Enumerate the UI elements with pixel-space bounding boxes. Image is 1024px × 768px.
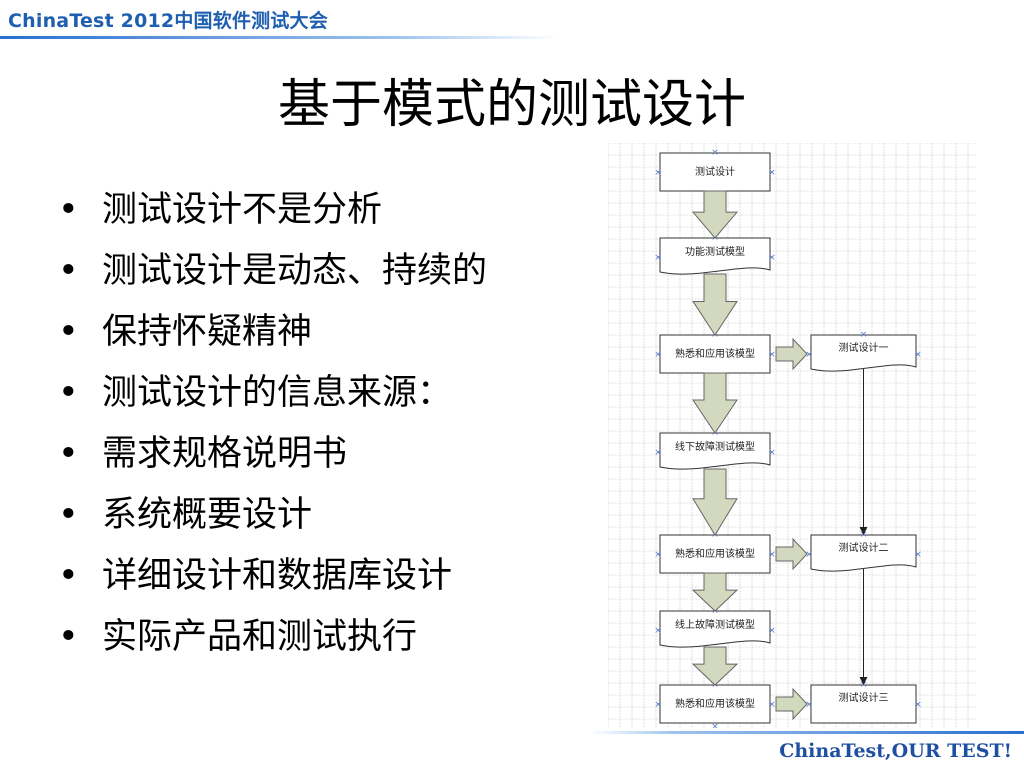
footer-divider — [590, 731, 1024, 734]
right-block-arrow — [775, 687, 808, 721]
connector-marker: × — [768, 253, 776, 263]
right-block-arrow — [775, 337, 808, 371]
flow-box-label: 线上故障测试模型 — [675, 618, 755, 631]
connector-marker: × — [805, 550, 813, 560]
down-block-arrow — [692, 468, 738, 536]
connector-marker: × — [654, 168, 662, 178]
connector-marker: × — [768, 448, 776, 458]
bullet-dot: • — [58, 495, 79, 535]
flow-box-label: 功能测试模型 — [685, 245, 745, 258]
bullet-item: •保持怀疑精神 — [58, 302, 487, 363]
connector-marker: × — [711, 722, 719, 728]
flow-box — [659, 334, 771, 374]
bullet-item: •测试设计的信息来源： — [58, 363, 487, 424]
bullet-dot: • — [58, 434, 79, 474]
flow-box — [659, 610, 771, 648]
flow-box-label: 线下故障测试模型 — [675, 440, 755, 453]
connector-marker: × — [805, 350, 813, 360]
connector-marker: × — [914, 350, 922, 360]
bullet-item: •测试设计是动态、持续的 — [58, 241, 487, 302]
connector-marker: × — [768, 700, 776, 710]
bullet-dot: • — [58, 373, 79, 413]
down-block-arrow — [691, 190, 739, 239]
side-box — [810, 334, 917, 372]
right-block-arrow — [775, 537, 808, 571]
side-box — [810, 684, 917, 724]
connector-marker: × — [914, 550, 922, 560]
connector-marker: × — [654, 350, 662, 360]
side-box-label: 测试设计二 — [839, 541, 889, 554]
flow-box — [659, 684, 771, 724]
connector-marker: × — [805, 700, 813, 710]
bullet-item: •测试设计不是分析 — [58, 180, 487, 241]
footer-slogan: ChinaTest,OUR TEST! — [779, 740, 1012, 762]
connector-marker: × — [654, 700, 662, 710]
conference-header: ChinaTest 2012中国软件测试大会 — [8, 10, 328, 32]
connector-marker: × — [768, 350, 776, 360]
flow-box-label: 熟悉和应用该模型 — [675, 547, 755, 560]
down-block-arrow — [692, 372, 738, 434]
bullet-item: •实际产品和测试执行 — [58, 607, 487, 668]
bullet-list: •测试设计不是分析 •测试设计是动态、持续的 •保持怀疑精神 •测试设计的信息来… — [58, 180, 487, 668]
bullet-dot: • — [58, 251, 79, 291]
bullet-item: •系统概要设计 — [58, 485, 487, 546]
connector-marker: × — [654, 253, 662, 263]
flow-box — [659, 237, 771, 275]
flow-box-label: 测试设计 — [695, 165, 735, 178]
connector-marker: × — [768, 168, 776, 178]
slide-title: 基于模式的测试设计 — [277, 75, 746, 135]
flow-box — [659, 152, 771, 192]
bullet-dot: • — [58, 312, 79, 352]
bullet-item: •需求规格说明书 — [58, 424, 487, 485]
down-block-arrow — [691, 646, 739, 686]
connector-marker: × — [860, 330, 868, 340]
flow-box-label: 熟悉和应用该模型 — [675, 347, 755, 360]
connector-marker: × — [654, 626, 662, 636]
connector-marker: × — [711, 148, 719, 158]
bullet-dot: • — [58, 556, 79, 596]
side-box-label: 测试设计一 — [839, 341, 889, 354]
header-divider — [0, 36, 560, 39]
flow-box — [659, 432, 771, 470]
side-box — [810, 534, 917, 572]
connector-marker: × — [914, 700, 922, 710]
connector-arrowhead — [859, 677, 868, 685]
flow-box — [659, 534, 771, 574]
connector-marker: × — [768, 550, 776, 560]
connector-marker: × — [654, 550, 662, 560]
connector-arrowhead — [859, 527, 868, 535]
bullet-dot: • — [58, 190, 79, 230]
flow-box-label: 熟悉和应用该模型 — [675, 697, 755, 710]
connector-marker: × — [768, 626, 776, 636]
down-block-arrow — [691, 572, 739, 612]
flowchart-diagram: 测试设计 × × × × 功能测试模型 × × × × 熟悉和应用该模型 × × × × 线下故障测试模型 × ×… — [608, 143, 976, 728]
down-block-arrow — [692, 273, 738, 336]
bullet-item: •详细设计和数据库设计 — [58, 546, 487, 607]
connector-marker: × — [654, 448, 662, 458]
bullet-dot: • — [58, 617, 79, 657]
side-box-label: 测试设计三 — [839, 691, 889, 704]
